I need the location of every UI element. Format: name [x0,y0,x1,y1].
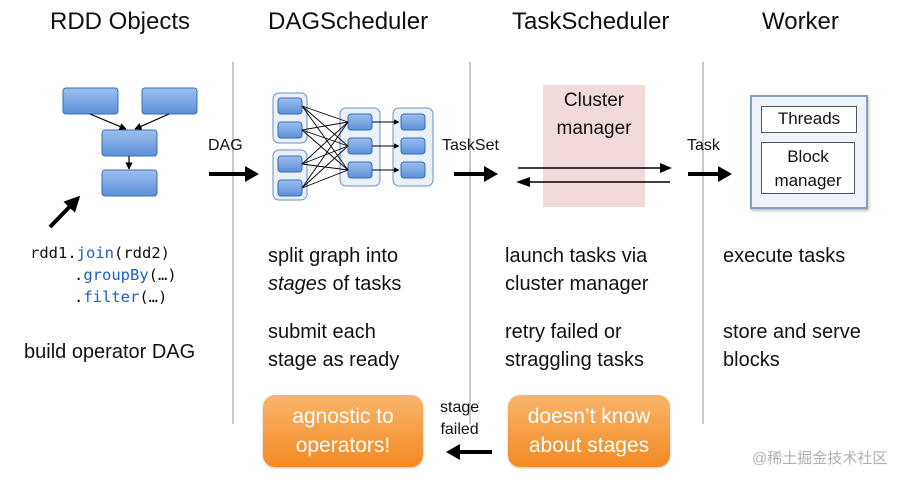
rdd-node-2 [141,87,198,115]
stage-failed-arrow [446,444,492,460]
rdd-edge-1 [89,113,127,130]
rdd-node-1 [62,87,119,115]
divider-2 [469,62,471,424]
worker-box: Threads Block manager [750,95,868,209]
stage-node [400,113,426,131]
rdd-dag-graphic [48,87,198,229]
rdd-description: build operator DAG [24,341,196,363]
stage-failed-label: stage failed [440,399,480,438]
stage-node [400,137,426,155]
taskset-arrow [454,166,498,182]
divider-3 [702,62,704,424]
dag-arrow-label: DAG [208,137,243,154]
stage-graph [272,92,434,201]
threads-box: Threads [761,106,857,133]
stage-node [347,113,373,131]
rdd-objects-title: RDD Objects [50,8,191,35]
code-line-2: .groupBy(…) [74,266,177,284]
taskset-arrow-label: TaskSet [442,137,499,154]
pointer-arrow [48,195,81,229]
cluster-manager-label: Cluster manager [556,90,632,139]
rdd-code: rdd1.join(rdd2) .groupBy(…) .filter(…) [30,242,177,308]
stage-node [277,121,303,139]
stage-node [400,161,426,179]
stage-node [277,155,303,173]
worker-description-1: execute tasks [723,245,846,267]
worker-title: Worker [762,8,839,35]
stage-node [347,137,373,155]
dagscheduler-title: DAGScheduler [268,8,429,35]
taskscheduler-title: TaskScheduler [512,8,670,35]
cluster-manager-box: Cluster manager [543,85,645,207]
dag-arrow [209,166,259,182]
stage-node [347,161,373,179]
dag-description-2: submit each stage as ready [268,321,400,371]
rdd-node-3 [101,129,158,157]
scheduler-cluster-arrows [516,163,672,187]
code-line-3: .filter(…) [74,288,168,306]
dag-description-1: split graph into stages of tasks [268,245,402,295]
divider-1 [232,62,234,424]
rdd-edge-2 [134,113,170,130]
task-description-1: launch tasks via cluster manager [505,245,649,295]
rdd-node-4 [101,169,158,197]
worker-description-2: store and serve blocks [723,321,861,371]
task-description-2: retry failed or straggling tasks [505,321,644,371]
task-arrow [688,166,732,182]
code-line-1: rdd1.join(rdd2) [30,244,170,262]
task-arrow-label: Task [687,137,720,154]
stage-node [277,97,303,115]
watermark: @稀土掘金技术社区 [752,450,888,467]
stage-node [277,179,303,197]
block-manager-box: Block manager [761,142,855,194]
